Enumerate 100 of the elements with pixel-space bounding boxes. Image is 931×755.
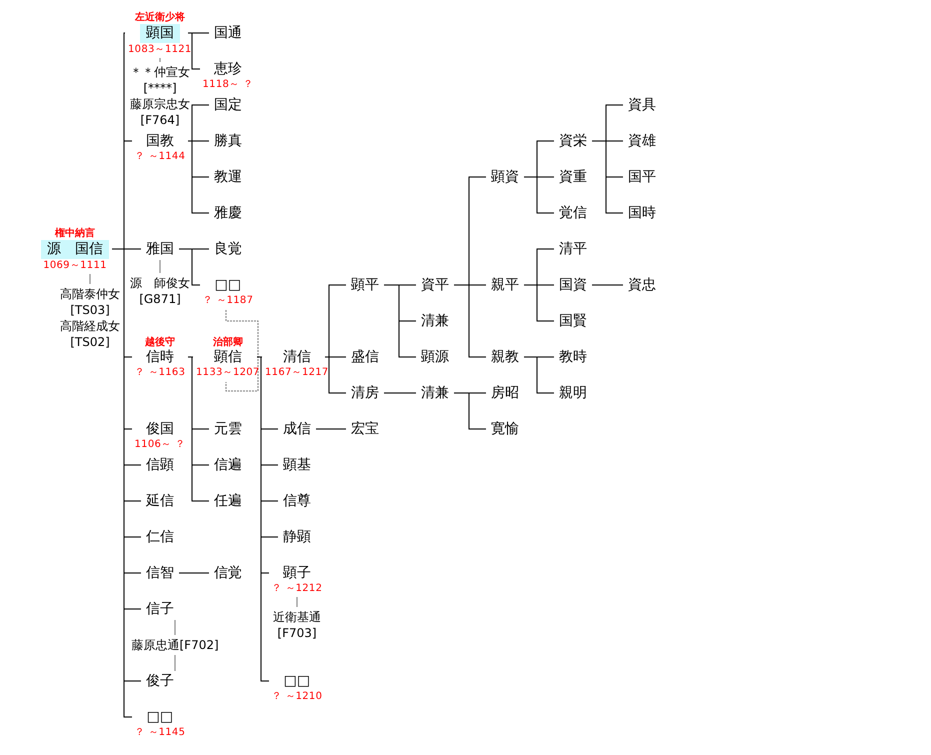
lineage-line: [178, 572, 210, 574]
person-name: □□: [214, 276, 242, 294]
record-code: [TS03]: [70, 302, 110, 318]
person-name: 顕信: [212, 348, 243, 366]
person-name: 雅国: [145, 240, 175, 258]
person-name: 親平: [490, 276, 520, 294]
life-dates: ？ ～1212: [272, 582, 322, 594]
lineage-line: [592, 284, 624, 286]
rank-title: 権中納言: [55, 226, 95, 240]
person-name: 親教: [490, 348, 520, 366]
person-name: 仁信: [145, 528, 175, 546]
person-name: 成信: [282, 420, 312, 438]
lineage-line: [454, 392, 486, 430]
person-name: □□: [146, 708, 174, 726]
lineage-line: [454, 284, 486, 358]
person-name: 国通: [213, 24, 243, 42]
person-name: 信遍: [213, 456, 243, 474]
person-name: 宏宝: [350, 420, 380, 438]
lineage-line: [188, 356, 210, 502]
person-name: 清房: [350, 384, 380, 402]
person-name: 元雲: [213, 420, 243, 438]
spouse-name: ＊＊仲宣女: [130, 64, 190, 80]
marriage-line: [174, 654, 176, 672]
person-name: 教運: [213, 168, 243, 186]
person-name: 資具: [627, 96, 657, 114]
lineage-line: [524, 176, 554, 214]
life-dates: 1133～1207: [196, 366, 260, 378]
person-name: 寛愉: [490, 420, 520, 438]
rank-title: 越後守: [144, 336, 175, 348]
life-dates: 1069～1111: [43, 258, 107, 272]
person-name: 延信: [145, 492, 175, 510]
person-name: 顕平: [350, 276, 380, 294]
lineage-line: [188, 32, 200, 70]
lineage-line: [524, 284, 554, 322]
spouse-name: 高階泰仲女: [60, 286, 120, 302]
life-dates: ？ ～1187: [202, 294, 254, 306]
rank-title: 治部卿: [212, 336, 243, 348]
record-code: [****]: [143, 80, 177, 96]
lineage-line: [324, 356, 346, 394]
rank-title: 左近衛少将: [134, 10, 185, 24]
person-name: 資栄: [558, 132, 588, 150]
record-code: [TS02]: [70, 334, 110, 350]
person-name: 信尊: [282, 492, 312, 510]
life-dates: ？ ～1163: [134, 366, 186, 378]
person-name: 資重: [558, 168, 588, 186]
person-name: 静顕: [282, 528, 312, 546]
highlighted-name: 顕国: [140, 24, 180, 42]
person-name: 顕子: [282, 564, 312, 582]
record-code: [F703]: [277, 625, 317, 641]
lineage-line: [112, 248, 132, 718]
lineage-line: [524, 356, 554, 394]
person-name: 信顕: [145, 456, 175, 474]
lineage-line: [316, 428, 346, 430]
spouse-name: 源 師俊女: [130, 275, 190, 291]
spouse-name: 高階経成女: [60, 318, 120, 334]
life-dates: ？ ～1144: [134, 150, 186, 162]
person-name: 清兼: [420, 384, 450, 402]
person-name: 盛信: [350, 348, 380, 366]
person-name: 国時: [627, 204, 657, 222]
life-dates: 1106～ ？: [134, 438, 186, 450]
lineage-line: [384, 392, 416, 394]
person-name: 顕基: [282, 456, 312, 474]
record-code: [F764]: [140, 112, 180, 128]
life-dates: ？ ～1210: [272, 690, 322, 702]
lineage-line: [188, 140, 210, 214]
person-name: 信子: [145, 600, 175, 618]
person-name: 房昭: [490, 384, 520, 402]
person-name: 資平: [420, 276, 450, 294]
person-name: 良覚: [213, 240, 243, 258]
person-name: 雅慶: [213, 204, 243, 222]
spouse-name: 藤原宗忠女: [130, 96, 190, 112]
person-name: 俊国: [144, 420, 175, 438]
person-name: 国賢: [558, 312, 588, 330]
highlighted-name: 源 国信: [41, 240, 109, 258]
person-name: 俊子: [145, 672, 175, 690]
person-name: 任遍: [213, 492, 243, 510]
person-name: 清信: [282, 348, 312, 366]
person-name: 顕源: [420, 348, 450, 366]
record-code: [G871]: [139, 291, 181, 307]
person-name: □□: [282, 672, 312, 690]
person-name: 国教: [144, 132, 175, 150]
person-name: 信智: [145, 564, 175, 582]
life-dates: 1167～1217: [265, 366, 329, 378]
lineage-line: [384, 284, 416, 358]
person-name: 覚信: [558, 204, 588, 222]
person-name: 清平: [558, 240, 588, 258]
person-name: 恵珍: [212, 60, 243, 78]
life-dates: ？ ～1145: [134, 726, 186, 738]
person-name: 国平: [627, 168, 657, 186]
life-dates: 1118～ ？: [202, 78, 254, 90]
person-name: 教時: [558, 348, 588, 366]
spouse-name: 近衛基通: [273, 609, 321, 625]
dashed-link-line: [226, 310, 258, 392]
lineage-line: [592, 140, 624, 214]
marriage-line: [296, 596, 298, 608]
person-name: 資忠: [627, 276, 657, 294]
person-name: 信覚: [213, 564, 243, 582]
person-name: 勝真: [213, 132, 243, 150]
person-name: 信時: [144, 348, 175, 366]
person-name: 資雄: [627, 132, 657, 150]
